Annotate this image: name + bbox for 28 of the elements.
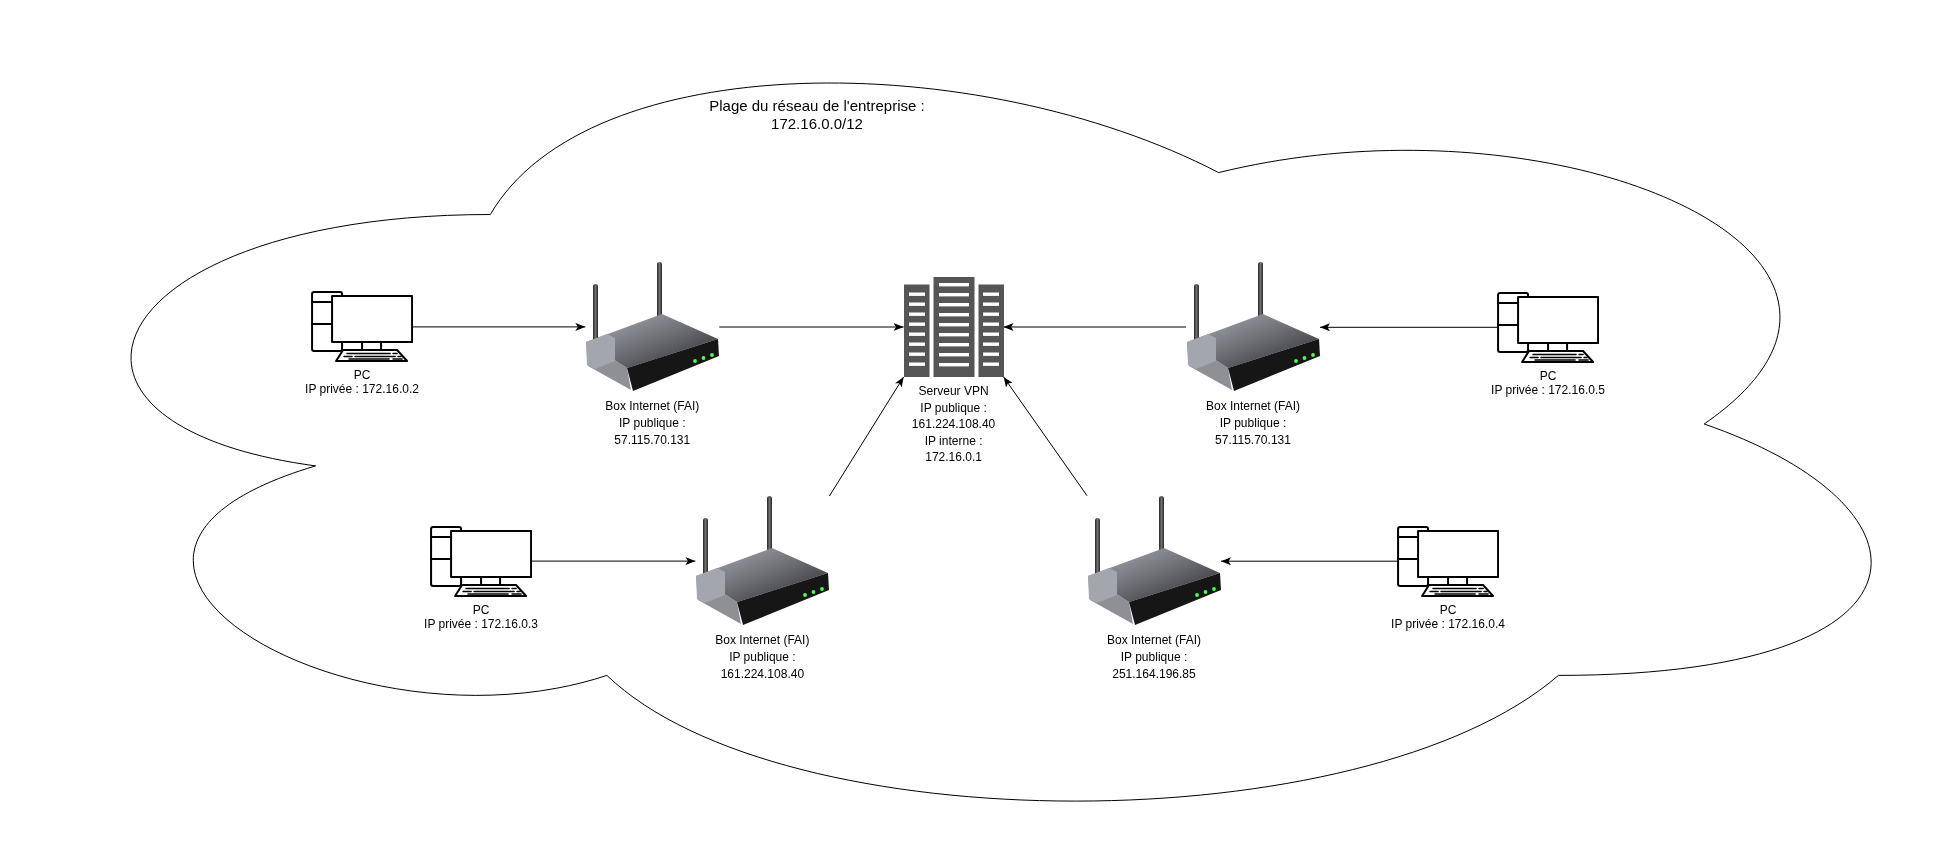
- ip-address-label: IP publique : 57.115.70.131: [1214, 415, 1292, 449]
- ip-address-label: IP privée : 172.16.0.5: [1491, 382, 1605, 397]
- device-label: Box Internet (FAI): [1106, 631, 1201, 649]
- arrow: [718, 323, 905, 331]
- arrow: [1003, 376, 1088, 497]
- arrow: [1319, 323, 1498, 332]
- device-label: PC: [353, 368, 371, 383]
- arrow: [1003, 323, 1187, 331]
- ip-address-label: IP publique : 57.115.70.131: [613, 415, 691, 449]
- ip-address-label: IP interne : 172.16.0.1: [924, 432, 984, 466]
- device-label: Serveur VPN: [918, 383, 989, 400]
- device-label: PC: [1539, 368, 1557, 383]
- arrow: [828, 376, 905, 497]
- device-label: Box Internet (FAI): [1205, 398, 1300, 415]
- ip-address-label: IP privée : 172.16.0.2: [305, 382, 419, 397]
- device-label: Box Internet (FAI): [605, 398, 700, 415]
- arrow: [531, 557, 696, 566]
- ip-address-label: IP publique : 161.224.108.40: [719, 649, 805, 683]
- network-range-label: Plage du réseau de l'entreprise : 172.16.0.0/12: [708, 97, 926, 134]
- ip-address-label: IP publique : 251.164.196.85: [1111, 648, 1197, 683]
- ip-address-label: IP privée : 172.16.0.3: [424, 616, 538, 631]
- ip-address-label: IP privée : 172.16.0.4: [1391, 616, 1505, 631]
- arrow: [412, 322, 586, 331]
- ip-address-label: IP publique : 161.224.108.40: [911, 399, 997, 433]
- device-label: PC: [1439, 602, 1457, 617]
- device-label: PC: [472, 602, 490, 617]
- arrow: [1220, 557, 1398, 566]
- device-label: Box Internet (FAI): [715, 632, 810, 649]
